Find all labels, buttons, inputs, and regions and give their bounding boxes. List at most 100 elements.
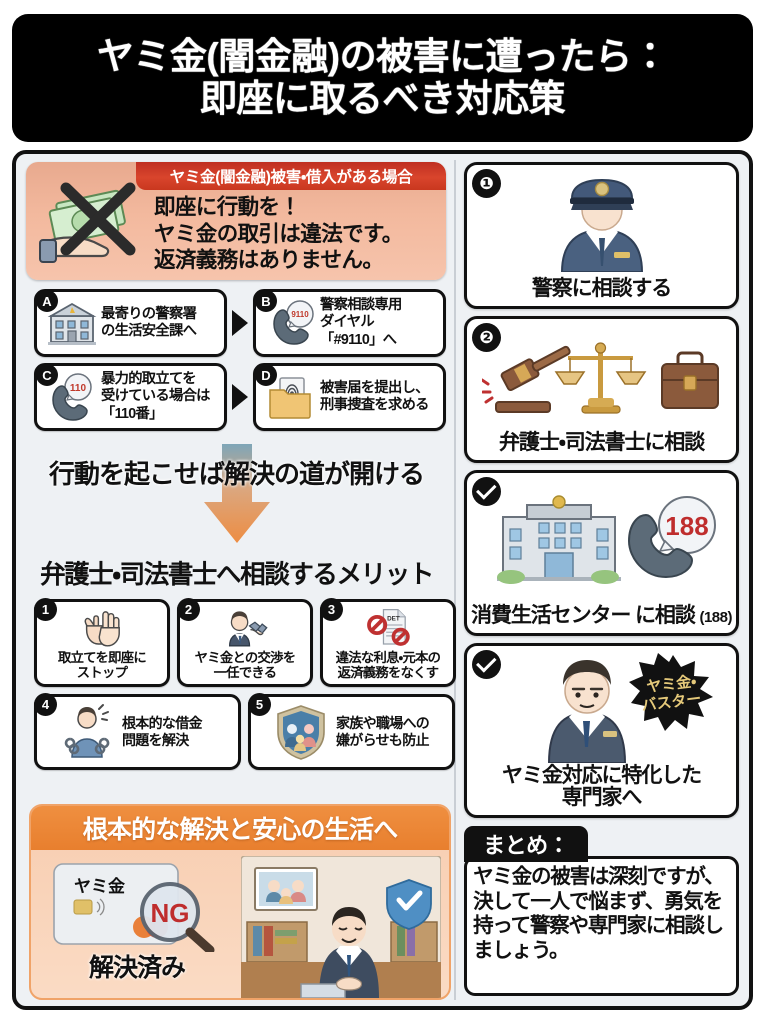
right-card-specialist[interactable]: ヤミ金・ バスター ヤミ金対応に特化した 専門家へ <box>464 643 739 818</box>
svg-text:110: 110 <box>70 383 87 394</box>
step-box-d[interactable]: D 被害届を提出し、 <box>253 363 446 431</box>
merit-card-5[interactable]: 5 家族や職場への 嫌がら <box>248 693 455 770</box>
right-card-4-art: ヤミ金・ バスター <box>471 650 732 765</box>
money-crossed-out-icon <box>39 182 136 263</box>
svg-text:ヤミ金・: ヤミ金・ <box>645 672 697 696</box>
merit-5-line2: 嫌がらせも防止 <box>336 732 430 748</box>
step-a-line2: の生活安全課へ <box>101 323 197 339</box>
action-steps-row-2: C 110 暴力的取立てを 受けている場合は 「110番」 <box>34 363 456 431</box>
action-steps-grid: A <box>34 289 584 437</box>
merit-badge-1: 1 <box>34 598 57 621</box>
step-text-b: 警察相談専用 ダイヤル 「#9110」へ <box>318 297 402 348</box>
step-box-b[interactable]: B 9110 警察相談専用 ダイヤル 「#9110」へ <box>253 289 584 374</box>
stop-hand-icon <box>84 611 120 647</box>
right-card-4-line1: ヤミ金対応に特化した <box>502 763 702 787</box>
column-divider <box>454 160 457 1000</box>
right-card-3-sub: (188) <box>699 609 732 627</box>
step-b-line2: ダイヤル <box>320 314 375 331</box>
resolution-panel-body: ヤミ金 NG 解決済み <box>31 850 449 998</box>
right-card-2-badge: ❷ <box>472 323 502 352</box>
step-badge-b: B <box>255 290 277 312</box>
right-card-3-badge <box>472 477 502 506</box>
merits-grid: 1 取立てを即座に ストップ <box>34 598 456 777</box>
resolved-card-block: ヤミ金 NG 解決済み <box>39 856 235 994</box>
no-interest-document-icon: DET <box>367 608 410 646</box>
merit-card-2[interactable]: 2 <box>177 598 313 687</box>
page-title-banner: ヤミ金(闇金融)の被害に遭ったら： 即座に取るべき対応策 <box>12 14 753 142</box>
right-card-consumer-center[interactable]: 188 消費生活センター に相談 (188) <box>464 470 739 636</box>
step-badge-c: C <box>36 364 58 386</box>
right-card-lawyer[interactable]: ❷ <box>464 316 739 463</box>
merit-badge-3: 3 <box>320 598 343 621</box>
merit-badge-2: 2 <box>177 598 200 621</box>
step-box-c[interactable]: C 110 暴力的取立てを 受けている場合は 「110番」 <box>34 363 227 431</box>
alert-line-3: 返済義務はありません。 <box>154 248 384 273</box>
page-title-line1: ヤミ金(闇金融)の被害に遭ったら： <box>96 35 669 77</box>
step-c-line3: 「110番」 <box>101 405 163 422</box>
merit-2-line1: ヤミ金との交渉を <box>194 649 296 665</box>
alert-header-text: ヤミ金(闇金融)被害・借入がある場合 <box>169 169 413 186</box>
merits-heading: 弁護士・司法書士へ相談するメリット <box>40 561 434 589</box>
merit-3-line2: 返済義務をなくす <box>337 665 439 681</box>
downward-progress-arrow-icon <box>204 444 270 543</box>
family-shield-icon <box>277 705 325 760</box>
svg-text:NG: NG <box>151 898 190 928</box>
step-d-line1: 被害届を提出し、 <box>320 379 429 396</box>
right-card-4-line2: 専門家へ <box>561 786 643 810</box>
summary-section: まとめ： ヤミ金の被害は深刻ですが、決して一人で悩まず、勇気を持って警察や専門家… <box>464 826 739 996</box>
action-steps-row-1: A <box>34 289 584 374</box>
page-title-line2: 即座に取るべき対応策 <box>200 78 566 119</box>
step-c-line2: 受けている場合は <box>101 388 210 405</box>
right-card-3-art: 188 <box>471 477 732 605</box>
merit-3-line1: 違法な利息・元本の <box>335 649 441 665</box>
merit-badge-5: 5 <box>248 693 271 716</box>
summary-tab-label: まとめ： <box>483 833 570 858</box>
step-a-line1: 最寄りの警察署 <box>101 305 197 322</box>
right-column: ❶ 警察に相談する ❷ <box>456 154 749 1006</box>
alert-line-2: ヤミ金の取引は違法です。 <box>154 221 403 246</box>
summary-box: ヤミ金の被害は深刻ですが、決して一人で悩まず、勇気を持って警察や専門家に相談しま… <box>464 856 739 996</box>
step-text-d: 被害届を提出し、 刑事捜査を求める <box>318 380 429 414</box>
solved-label: 解決済み <box>88 954 186 982</box>
merit-2-line2: 一任できる <box>213 665 277 681</box>
merit-1-line2: ストップ <box>76 665 128 681</box>
svg-text:188: 188 <box>665 511 708 541</box>
urgent-alert-card: ヤミ金(闇金融)被害・借入がある場合 即座に行動を！ ヤミ金の取引は違法です。 … <box>26 162 446 280</box>
gavel-scales-briefcase-icon <box>481 342 719 414</box>
merit-card-3[interactable]: 3 DET <box>320 598 456 687</box>
phone-9110-icon: 9110 <box>273 300 314 345</box>
starburst-badge: ヤミ金・ バスター <box>628 653 713 732</box>
merit-label-5: 家族や職場への 嫌がらせも防止 <box>336 715 430 748</box>
step-b-line3: 「#9110」へ <box>320 331 397 348</box>
step-c-line1: 暴力的取立てを <box>101 371 197 388</box>
resolution-heading-text: 根本的な解決と安心の生活へ <box>82 816 398 844</box>
right-card-4-badge <box>472 650 502 679</box>
phone-110-icon: 110 <box>52 373 92 421</box>
merit-card-4[interactable]: 4 <box>34 693 241 770</box>
merit-4-line2: 問題を解決 <box>122 732 189 748</box>
connector-arrow-a-to-b <box>232 310 248 336</box>
merit-card-1[interactable]: 1 取立てを即座に ストップ <box>34 598 170 687</box>
step-badge-d: D <box>255 364 277 386</box>
transition-statement: 行動を起こせば解決の道が開ける <box>48 459 425 489</box>
fingerprint-folder-icon <box>269 377 311 419</box>
briefcase-icon <box>660 351 719 409</box>
right-card-1-badge: ❶ <box>472 169 502 198</box>
merit-1-line1: 取立てを即座に <box>58 649 147 665</box>
broken-chains-icon <box>64 704 110 758</box>
right-card-2-label: 弁護士・司法書士に相談 <box>499 431 705 455</box>
alert-line-1: 即座に行動を！ <box>154 195 301 220</box>
merit-label-3: 違法な利息・元本の 返済義務をなくす <box>336 650 441 681</box>
alert-body: 即座に行動を！ ヤミ金の取引は違法です。 返済義務はありません。 <box>154 192 440 276</box>
right-card-police[interactable]: ❶ 警察に相談する <box>464 162 739 309</box>
step-box-a[interactable]: A <box>34 289 227 357</box>
resolution-panel: 根本的な解決と安心の生活へ ヤミ金 <box>29 804 451 1000</box>
summary-tab: まとめ： <box>464 826 589 862</box>
merit-label-1: 取立てを即座に ストップ <box>58 649 147 681</box>
step-d-line2: 刑事捜査を求める <box>320 397 429 413</box>
resolution-panel-header: 根本的な解決と安心の生活へ <box>31 806 449 850</box>
merit-label-2: ヤミ金との交渉を 一任できる <box>195 650 296 681</box>
right-card-1-art <box>471 169 732 278</box>
alert-header: ヤミ金(闇金融)被害・借入がある場合 <box>136 162 446 190</box>
